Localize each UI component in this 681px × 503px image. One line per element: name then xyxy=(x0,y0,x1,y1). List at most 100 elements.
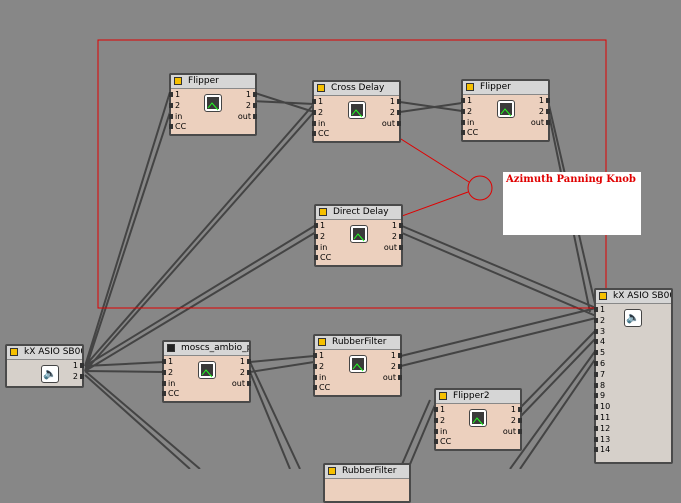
output-port[interactable]: 1 xyxy=(539,96,551,106)
effect-editor-icon[interactable] xyxy=(349,225,368,243)
output-port[interactable]: 1 xyxy=(391,351,403,361)
input-port[interactable]: 1 xyxy=(461,96,472,106)
input-port[interactable]: 1 xyxy=(162,357,173,367)
module-title[interactable]: moscs_ambio_pn xyxy=(164,342,249,356)
input-port[interactable]: 1 xyxy=(313,351,324,361)
input-port[interactable]: 2 xyxy=(162,368,173,378)
input-port[interactable]: 2 xyxy=(313,362,324,372)
input-port[interactable]: 5 xyxy=(594,348,605,358)
led-icon[interactable] xyxy=(317,84,325,92)
output-port[interactable]: out xyxy=(503,427,523,437)
module-asio-right[interactable]: kX ASIO SB0001234567891011121314🔈 xyxy=(594,288,673,464)
input-port[interactable]: 2 xyxy=(434,416,445,426)
input-port[interactable]: 2 xyxy=(594,316,605,326)
output-port[interactable]: 2 xyxy=(511,416,523,426)
input-port[interactable]: 1 xyxy=(312,97,323,107)
input-port[interactable]: in xyxy=(313,373,326,383)
input-port[interactable]: 2 xyxy=(312,108,323,118)
input-port[interactable]: 8 xyxy=(594,381,605,391)
module-title[interactable]: RubberFilter xyxy=(325,465,409,479)
module-title[interactable]: RubberFilter xyxy=(315,336,400,350)
led-icon[interactable] xyxy=(174,77,182,85)
input-port[interactable]: in xyxy=(162,379,175,389)
input-port[interactable]: 10 xyxy=(594,402,610,412)
input-port[interactable]: CC xyxy=(434,437,451,447)
input-port[interactable]: 4 xyxy=(594,337,605,347)
input-port[interactable]: 13 xyxy=(594,435,610,445)
effect-editor-icon[interactable] xyxy=(197,361,216,379)
output-port[interactable]: 1 xyxy=(240,357,252,367)
input-port[interactable]: 1 xyxy=(314,221,325,231)
output-port[interactable]: 2 xyxy=(73,372,85,382)
input-port[interactable]: 2 xyxy=(169,101,180,111)
module-title[interactable]: Cross Delay xyxy=(314,82,399,96)
module-title[interactable]: Direct Delay xyxy=(316,206,401,220)
input-port[interactable]: 1 xyxy=(594,305,605,315)
output-port[interactable]: 2 xyxy=(391,362,403,372)
effect-editor-icon[interactable] xyxy=(347,101,366,119)
input-port[interactable]: 9 xyxy=(594,391,605,401)
output-port[interactable]: 2 xyxy=(240,368,252,378)
input-port[interactable]: CC xyxy=(169,122,186,132)
input-port[interactable]: in xyxy=(312,119,325,129)
led-icon[interactable] xyxy=(319,208,327,216)
input-port[interactable]: CC xyxy=(461,128,478,138)
module-title[interactable]: Flipper xyxy=(171,75,255,89)
input-port[interactable]: CC xyxy=(313,383,330,393)
module-ambio[interactable]: moscs_ambio_pn12inCC12out xyxy=(162,340,252,403)
effect-editor-icon[interactable] xyxy=(496,100,515,118)
effect-editor-icon[interactable] xyxy=(204,94,222,112)
module-title[interactable]: kX ASIO SB000 xyxy=(596,290,671,304)
input-port[interactable]: in xyxy=(461,118,474,128)
speaker-icon[interactable]: 🔈 xyxy=(41,365,59,383)
module-title[interactable]: Flipper2 xyxy=(436,390,520,404)
input-port[interactable]: 1 xyxy=(169,90,180,100)
led-icon[interactable] xyxy=(328,467,336,475)
led-icon[interactable] xyxy=(10,348,18,356)
output-port[interactable]: 2 xyxy=(390,108,402,118)
output-port[interactable]: 2 xyxy=(539,107,551,117)
output-port[interactable]: out xyxy=(531,118,551,128)
input-port[interactable]: 12 xyxy=(594,424,610,434)
input-port[interactable]: in xyxy=(314,243,327,253)
input-port[interactable]: 3 xyxy=(594,327,605,337)
output-port[interactable]: 2 xyxy=(392,232,404,242)
input-port[interactable]: in xyxy=(169,112,182,122)
led-icon[interactable] xyxy=(167,344,175,352)
input-port[interactable]: 14 xyxy=(594,445,610,455)
effect-editor-icon[interactable] xyxy=(348,355,367,373)
module-rubber2[interactable]: RubberFilter xyxy=(323,463,411,503)
output-port[interactable]: 1 xyxy=(390,97,402,107)
effect-editor-icon[interactable] xyxy=(469,409,487,427)
led-icon[interactable] xyxy=(439,392,447,400)
speaker-icon[interactable]: 🔈 xyxy=(624,309,642,327)
input-port[interactable]: CC xyxy=(312,129,329,139)
module-title[interactable]: Flipper xyxy=(463,81,548,95)
input-port[interactable]: CC xyxy=(162,389,179,399)
input-port[interactable]: 6 xyxy=(594,359,605,369)
module-asio-left[interactable]: kX ASIO SB00012 🔈 xyxy=(5,344,85,388)
led-icon[interactable] xyxy=(599,292,607,300)
led-icon[interactable] xyxy=(318,338,326,346)
input-port[interactable]: 11 xyxy=(594,413,610,423)
input-port[interactable]: 2 xyxy=(314,232,325,242)
module-title[interactable]: kX ASIO SB000 xyxy=(7,346,82,360)
output-port[interactable]: out xyxy=(238,112,258,122)
output-port[interactable]: 1 xyxy=(246,90,258,100)
output-port[interactable]: 1 xyxy=(73,361,85,371)
output-port[interactable]: out xyxy=(232,379,252,389)
input-port[interactable]: 1 xyxy=(434,405,445,415)
output-port[interactable]: 1 xyxy=(392,221,404,231)
input-port[interactable]: in xyxy=(434,427,447,437)
output-port[interactable]: out xyxy=(384,243,404,253)
input-port[interactable]: 7 xyxy=(594,370,605,380)
output-port[interactable]: 2 xyxy=(246,101,258,111)
input-port[interactable]: 2 xyxy=(461,107,472,117)
output-port[interactable]: out xyxy=(383,373,403,383)
